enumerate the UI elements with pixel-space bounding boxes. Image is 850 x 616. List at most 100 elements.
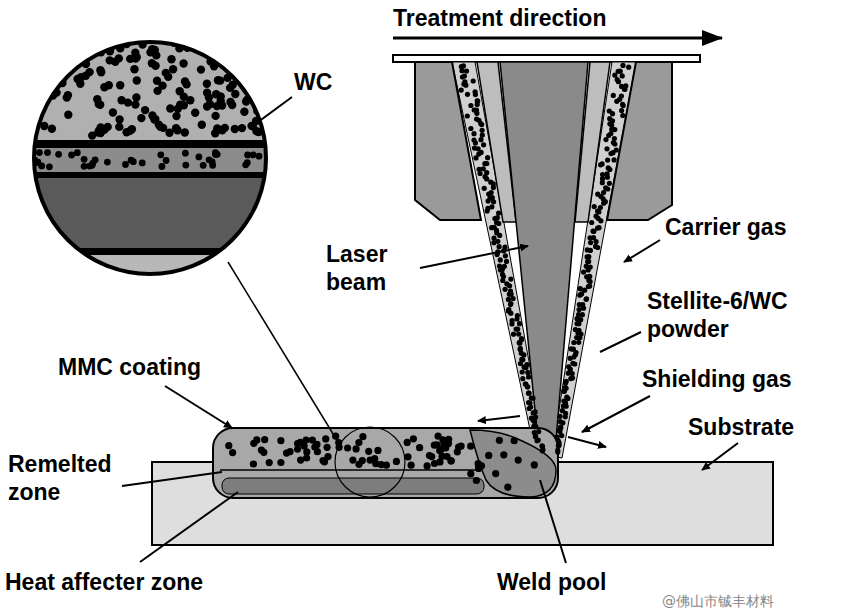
particle bbox=[97, 68, 105, 76]
particle bbox=[404, 439, 411, 446]
particle bbox=[517, 341, 522, 346]
watermark: @佛山市铖丰材料 bbox=[662, 592, 774, 610]
particle bbox=[621, 103, 626, 108]
particle bbox=[504, 259, 509, 264]
part-label: Substrate bbox=[688, 413, 794, 441]
particle bbox=[74, 149, 81, 156]
leader-line bbox=[600, 332, 641, 352]
particle bbox=[137, 114, 145, 122]
particle bbox=[586, 254, 591, 259]
gas-flow-arrow bbox=[478, 416, 520, 421]
particle bbox=[283, 450, 290, 457]
mmc-coating bbox=[213, 428, 558, 498]
magnify-leader bbox=[228, 262, 338, 442]
part-label: Remelted zone bbox=[8, 450, 120, 506]
particle bbox=[612, 73, 617, 78]
particle bbox=[556, 438, 561, 443]
particle bbox=[63, 93, 71, 101]
heat-affected-zone bbox=[222, 478, 484, 494]
particle bbox=[525, 384, 530, 389]
particle bbox=[584, 296, 589, 301]
particle bbox=[166, 104, 174, 112]
particle bbox=[410, 435, 417, 442]
particle bbox=[197, 65, 205, 73]
magnify-spot bbox=[335, 427, 405, 497]
particle bbox=[319, 457, 326, 464]
particle bbox=[460, 74, 465, 79]
particle bbox=[527, 406, 532, 411]
particle bbox=[55, 151, 62, 158]
particle bbox=[532, 419, 537, 424]
particle bbox=[491, 185, 496, 190]
particle bbox=[301, 442, 308, 449]
particle bbox=[139, 160, 146, 167]
particle bbox=[36, 149, 43, 156]
particle bbox=[611, 93, 616, 98]
particle bbox=[89, 162, 96, 169]
particle bbox=[571, 354, 576, 359]
particle bbox=[525, 370, 530, 375]
particle bbox=[498, 257, 503, 262]
part-label: Stellite-6/WC powder bbox=[647, 287, 845, 343]
particle bbox=[600, 161, 605, 166]
particle bbox=[494, 228, 499, 233]
part-label: Weld pool bbox=[497, 568, 606, 596]
leader-line bbox=[165, 386, 232, 428]
particle bbox=[231, 125, 239, 133]
particle bbox=[47, 64, 55, 72]
particle bbox=[100, 83, 108, 91]
particle bbox=[303, 454, 310, 461]
remelted-boundary bbox=[220, 469, 482, 471]
particle bbox=[234, 59, 242, 67]
particle bbox=[475, 102, 480, 107]
particle bbox=[533, 424, 538, 429]
particle bbox=[619, 108, 624, 113]
leader-line bbox=[582, 396, 650, 432]
particle bbox=[588, 240, 593, 245]
particle bbox=[609, 127, 614, 132]
particle bbox=[577, 302, 582, 307]
particle bbox=[250, 460, 257, 467]
particle bbox=[575, 321, 580, 326]
leader-line bbox=[250, 97, 292, 128]
particle bbox=[132, 93, 140, 101]
particle bbox=[526, 374, 531, 379]
particle bbox=[533, 409, 538, 414]
particle bbox=[496, 437, 503, 444]
particle bbox=[620, 73, 625, 78]
particle bbox=[561, 398, 566, 403]
particle bbox=[471, 131, 476, 136]
particle bbox=[40, 89, 48, 97]
particle bbox=[116, 81, 124, 89]
particle bbox=[494, 220, 499, 225]
particle bbox=[519, 351, 524, 356]
particle bbox=[32, 61, 40, 69]
particle bbox=[355, 439, 362, 446]
particle bbox=[179, 59, 187, 67]
particle bbox=[294, 440, 301, 447]
particle bbox=[355, 461, 362, 468]
particle bbox=[151, 115, 159, 123]
particle bbox=[575, 330, 580, 335]
particle bbox=[559, 433, 564, 438]
particle bbox=[585, 247, 590, 252]
particle bbox=[612, 157, 617, 162]
leader-line bbox=[122, 472, 222, 486]
particle bbox=[172, 112, 180, 120]
particle bbox=[115, 115, 123, 123]
particle bbox=[256, 153, 263, 160]
particle bbox=[76, 80, 84, 88]
particle bbox=[591, 229, 596, 234]
particle bbox=[42, 57, 50, 65]
nozzle-housing bbox=[415, 62, 481, 220]
particle bbox=[214, 151, 221, 158]
particle bbox=[416, 444, 423, 451]
particle bbox=[253, 93, 261, 101]
particle bbox=[230, 41, 238, 49]
nozzle-plate bbox=[393, 55, 700, 62]
particle bbox=[603, 137, 608, 142]
particle bbox=[557, 428, 562, 433]
particle bbox=[164, 73, 172, 81]
particle bbox=[536, 429, 541, 434]
